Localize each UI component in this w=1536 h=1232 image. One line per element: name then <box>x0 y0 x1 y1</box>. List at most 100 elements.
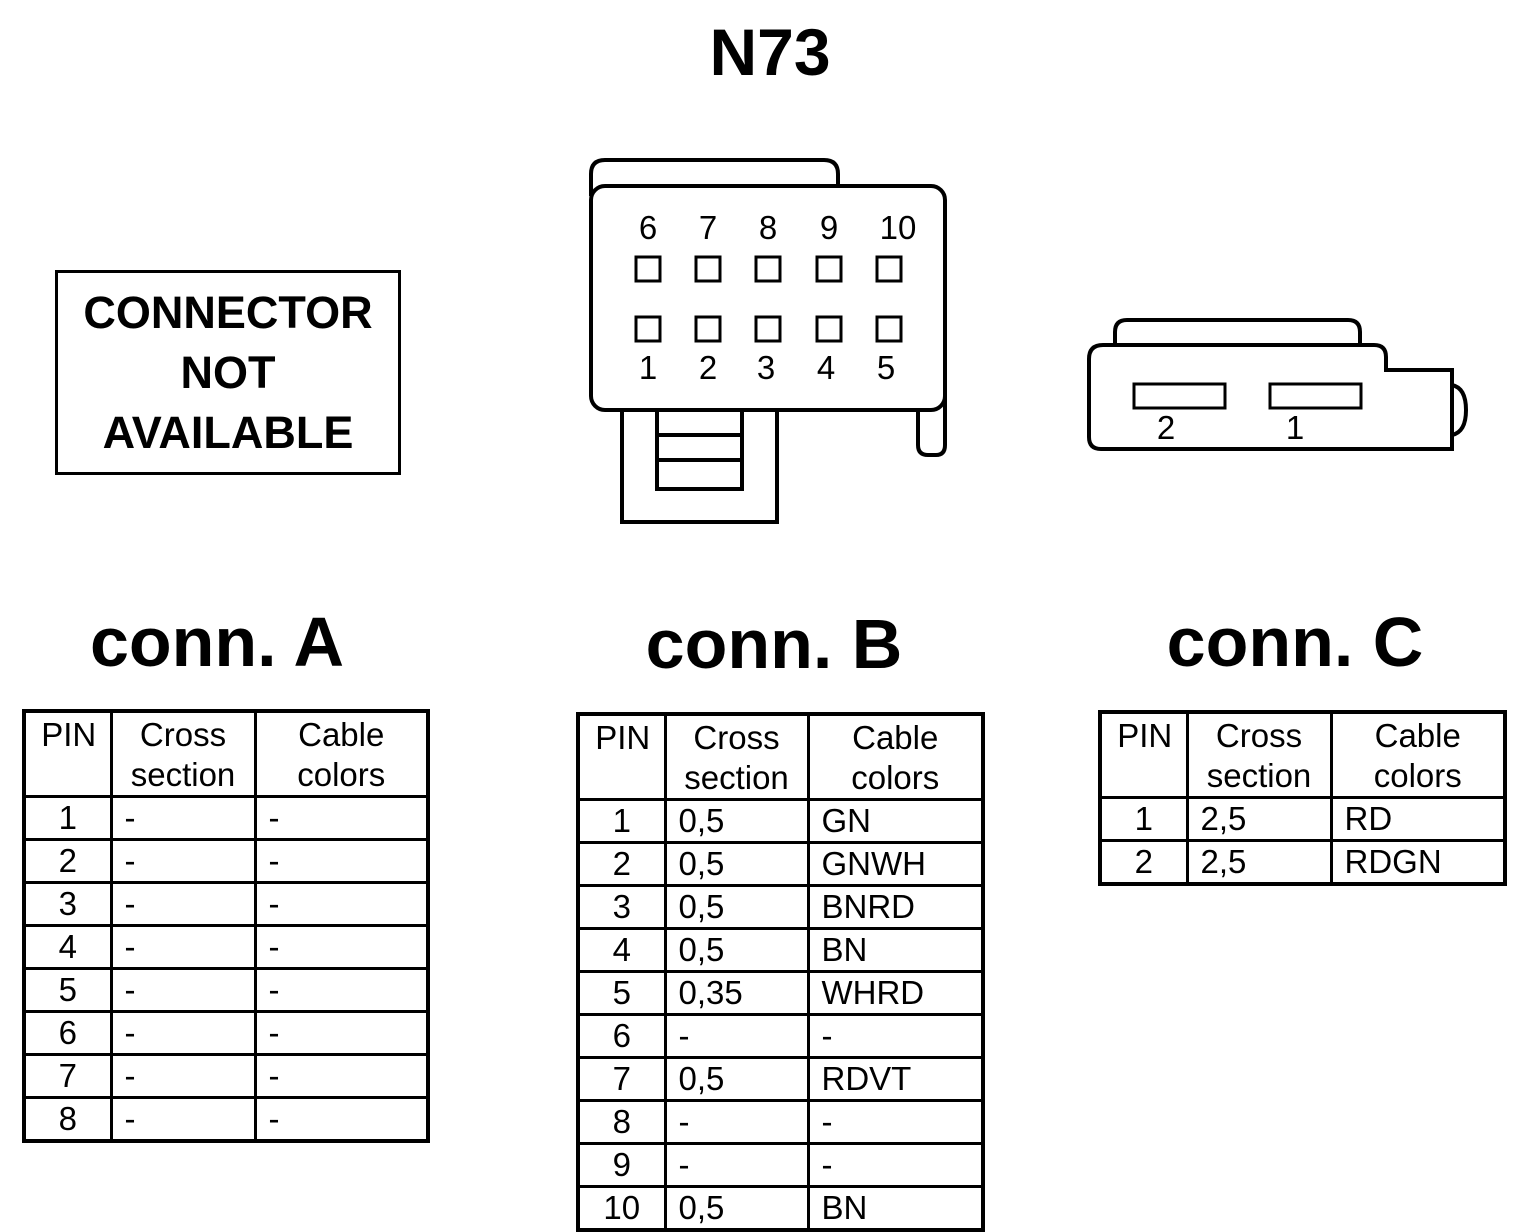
cross-section-cell: - <box>109 1096 257 1143</box>
cable-color-cell: RD <box>1329 796 1507 842</box>
cross-section-cell: - <box>663 1013 810 1059</box>
table-row: 8-- <box>576 1099 985 1145</box>
table-row: 8-- <box>22 1096 430 1143</box>
cross-section-cell: - <box>109 838 257 884</box>
cable-color-cell: - <box>253 967 430 1013</box>
pin-cell: 2 <box>576 841 667 887</box>
header-word: Cable <box>298 716 385 753</box>
header-word: section <box>684 759 789 796</box>
cable-color-cell: BN <box>806 1185 985 1232</box>
pin-cell: 7 <box>22 1053 113 1099</box>
cable-color-cell: GN <box>806 798 985 844</box>
pin-cell: 4 <box>576 927 667 973</box>
cross-section-cell: - <box>109 967 257 1013</box>
table-row: 6-- <box>576 1013 985 1059</box>
pin-cell: 5 <box>22 967 113 1013</box>
cable-color-cell: - <box>253 838 430 884</box>
cable-color-cell: - <box>253 924 430 970</box>
conn-b-pin-label: 6 <box>639 209 657 246</box>
conn-b-pin-label: 9 <box>820 209 838 246</box>
page-title: N73 <box>709 15 831 89</box>
cable-color-cell: - <box>806 1099 985 1145</box>
pin-header: PIN <box>576 712 667 801</box>
table-row: 1-- <box>22 795 430 841</box>
table-row: 6-- <box>22 1010 430 1056</box>
cross-section-cell: - <box>109 1053 257 1099</box>
table-row: 7-- <box>22 1053 430 1099</box>
header-word: colors <box>851 759 940 796</box>
cross-section-cell: - <box>663 1099 810 1145</box>
pin-cell: 8 <box>576 1099 667 1145</box>
cross-section-cell: 0,5 <box>663 927 810 973</box>
pin-cell: 3 <box>22 881 113 927</box>
cross-section-cell: 2,5 <box>1185 839 1333 886</box>
cross-section-cell: - <box>663 1142 810 1188</box>
pin-cell: 6 <box>22 1010 113 1056</box>
cross-section-cell: 0,35 <box>663 970 810 1016</box>
table-row: 5-- <box>22 967 430 1013</box>
header-word: Cross <box>693 719 780 756</box>
connector-b-drawing <box>589 158 947 524</box>
conn-b-pin-label: 2 <box>699 349 717 386</box>
conn-b-pin-label: 10 <box>880 209 917 246</box>
table-row: 2-- <box>22 838 430 884</box>
pin-cell: 3 <box>576 884 667 930</box>
conn-b-pin-label: 5 <box>877 349 895 386</box>
cross-section-cell: 0,5 <box>663 1056 810 1102</box>
pin-cell: 2 <box>22 838 113 884</box>
pin-cell: 4 <box>22 924 113 970</box>
conn-c-label: conn. C <box>1166 603 1424 681</box>
cross-section-cell: 0,5 <box>663 1185 810 1232</box>
conn-b-label: conn. B <box>645 605 903 683</box>
conn-b-pin-label: 7 <box>699 209 717 246</box>
connector-c-drawing <box>1087 318 1469 451</box>
connector-drawings: 6 7 8 9 10 1 2 3 4 5 2 1 <box>589 158 1469 524</box>
cable-color-cell: BNRD <box>806 884 985 930</box>
conn-b-pin-label: 1 <box>639 349 657 386</box>
header-word: section <box>1206 757 1312 794</box>
table-row: 3-- <box>22 881 430 927</box>
pin-cell: 7 <box>576 1056 667 1102</box>
header-word: colors <box>297 756 386 793</box>
cable-color-cell: - <box>253 795 430 841</box>
cross-section-cell: - <box>109 1010 257 1056</box>
cross-section-cell: - <box>109 881 257 927</box>
header-word: colors <box>1373 757 1462 794</box>
cross-section-cell: - <box>109 924 257 970</box>
cable-color-cell: GNWH <box>806 841 985 887</box>
conn-b-pin-label: 8 <box>759 209 777 246</box>
na-line-1: CONNECTOR <box>83 286 373 338</box>
pin-header: PIN <box>1098 710 1189 799</box>
pin-cell: 1 <box>576 798 667 844</box>
cable-color-cell: WHRD <box>806 970 985 1016</box>
cross-section-cell: 0,5 <box>663 798 810 844</box>
conn-c-pin-label: 2 <box>1157 409 1175 446</box>
table-row: 4-- <box>22 924 430 970</box>
conn-c-pin-label: 1 <box>1286 409 1304 446</box>
cross-section-cell: 2,5 <box>1185 796 1333 842</box>
header-word: Cross <box>1215 717 1303 754</box>
cross-section-cell: 0,5 <box>663 884 810 930</box>
cross-section-cell: - <box>109 795 257 841</box>
pin-cell: 10 <box>576 1185 667 1232</box>
cable-color-cell: - <box>253 881 430 927</box>
